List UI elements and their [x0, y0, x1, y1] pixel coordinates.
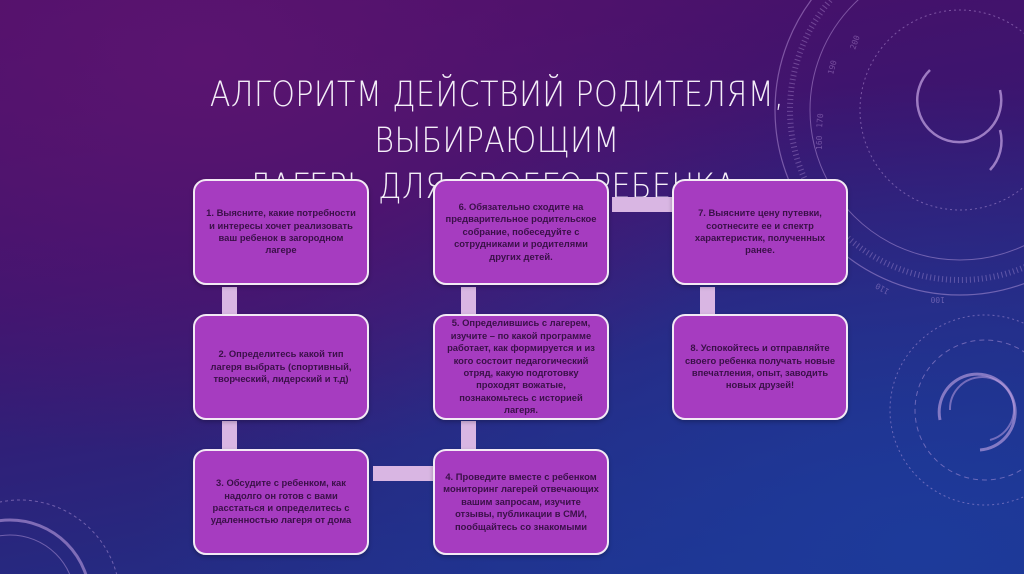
step-2-box: 2. Определитесь какой тип лагеря выбрать… [193, 314, 369, 420]
title-line-1: АЛГОРИТМ ДЕЙСТВИЙ РОДИТЕЛЯМ, ВЫБИРАЮЩИМ [209, 75, 785, 161]
svg-text:200: 200 [848, 34, 861, 51]
step-6-box: 6. Обязательно сходите на предварительно… [433, 179, 609, 285]
connector-4-5 [461, 421, 476, 449]
connector-6-7 [612, 197, 672, 212]
step-3-box: 3. Обсудите с ребенком, как надолго он г… [193, 449, 369, 555]
step-3-text: 3. Обсудите с ребенком, как надолго он г… [210, 477, 352, 526]
step-1-text: 1. Выясните, какие потребности и интерес… [206, 207, 356, 256]
connector-5-6 [461, 287, 476, 314]
step-4-box: 4. Проведите вместе с ребенком мониторин… [433, 449, 609, 555]
step-2-text: 2. Определитесь какой тип лагеря выбрать… [210, 348, 352, 385]
step-4-text: 4. Проведите вместе с ребенком мониторин… [443, 470, 599, 532]
connector-7-8 [700, 287, 715, 314]
svg-text:110: 110 [874, 281, 891, 296]
step-7-text: 7. Выясните цену путевки, соотнесите ее … [694, 207, 826, 256]
step-1-box: 1. Выясните, какие потребности и интерес… [193, 179, 369, 285]
svg-text:100: 100 [930, 295, 945, 304]
step-5-text: 5. Определившись с лагерем, изучите – по… [447, 317, 595, 416]
connector-2-3 [222, 421, 237, 449]
connector-3-4 [373, 466, 433, 481]
step-7-box: 7. Выясните цену путевки, соотнесите ее … [672, 179, 848, 285]
step-5-box: 5. Определившись с лагерем, изучите – по… [433, 314, 609, 420]
step-6-text: 6. Обязательно сходите на предварительно… [445, 200, 597, 262]
connector-1-2 [222, 287, 237, 314]
step-8-text: 8. Успокойтесь и отправляйте своего ребе… [684, 342, 836, 391]
step-8-box: 8. Успокойтесь и отправляйте своего ребе… [672, 314, 848, 420]
